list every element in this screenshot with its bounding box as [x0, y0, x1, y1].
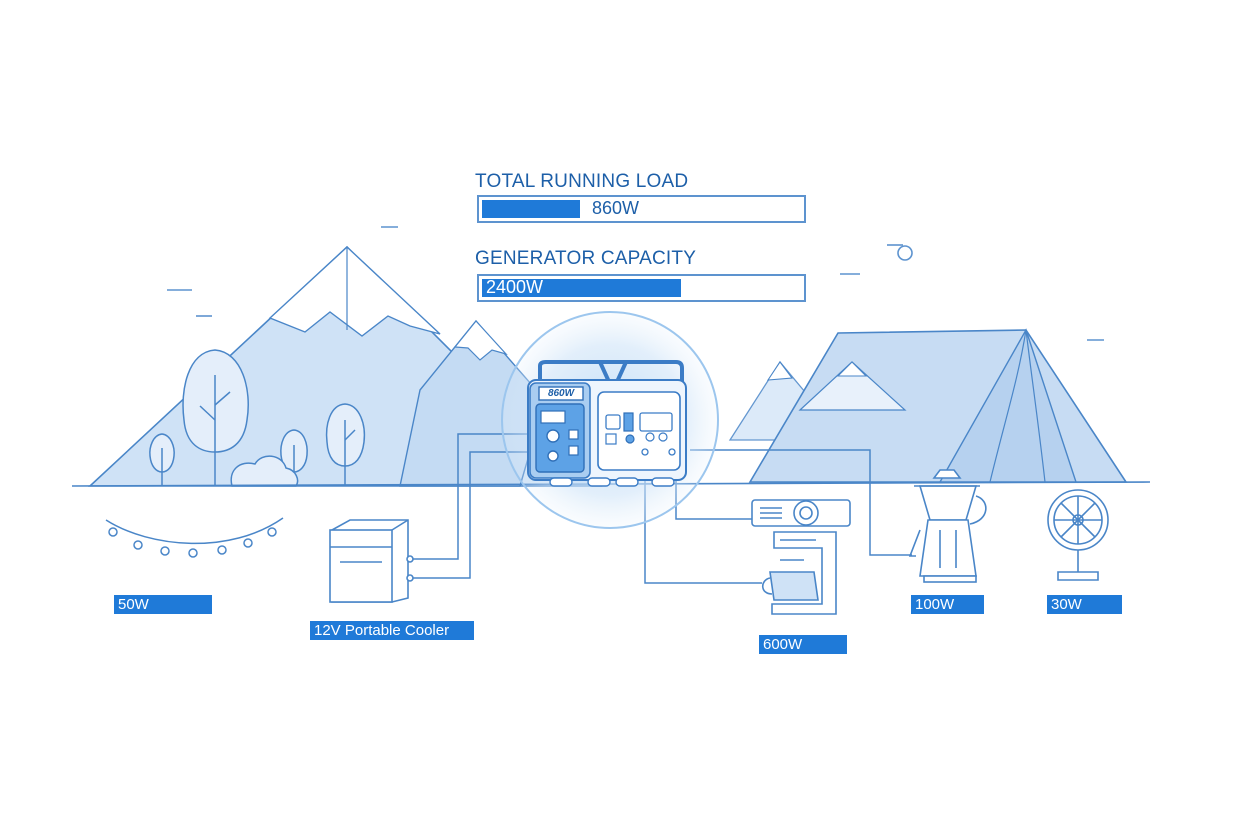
coffee-maker-icon [761, 531, 837, 615]
string-lights-icon [105, 517, 284, 558]
generator [527, 360, 687, 487]
capacity-meter-value: 2400W [486, 277, 544, 297]
sun-icon [897, 245, 913, 261]
kettle-icon [908, 469, 987, 583]
generator-display: 860W [547, 388, 575, 399]
cooler-icon [329, 519, 414, 603]
coffee-maker-watts: 600W [759, 635, 847, 654]
fan-watts: 30W [1047, 595, 1122, 614]
capacity-meter: 2400W [477, 274, 806, 302]
trees [149, 349, 366, 487]
load-meter-label: TOTAL RUNNING LOAD [475, 171, 689, 192]
projector-icon [751, 499, 851, 527]
load-meter-fill [482, 200, 580, 218]
capacity-meter-label: GENERATOR CAPACITY [475, 248, 697, 269]
load-meter: 860W [477, 195, 806, 223]
tent-area [728, 328, 1128, 483]
capacity-meter-fill [482, 279, 681, 297]
string-lights-watts: 50W [114, 595, 212, 614]
fan-icon [1047, 489, 1109, 581]
load-meter-value: 860W [592, 198, 640, 218]
kettle-watts: 100W [911, 595, 984, 614]
cooler-label: 12V Portable Cooler [310, 621, 474, 640]
